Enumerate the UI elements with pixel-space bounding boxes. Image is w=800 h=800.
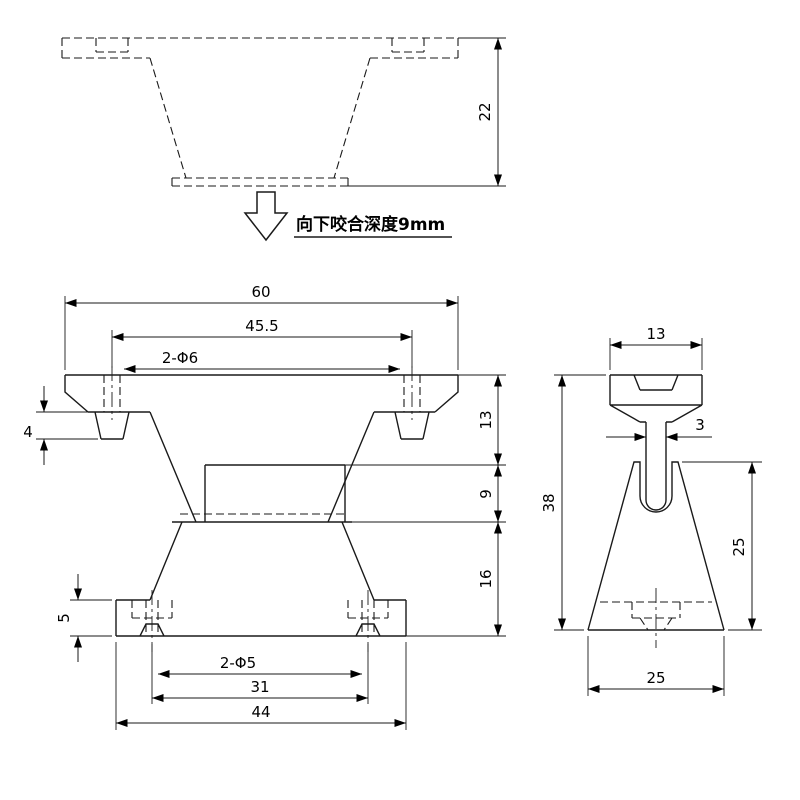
engagement-annotation: 向下咬合深度9mm — [243, 191, 452, 242]
dim-right-chain: 13 9 16 — [345, 374, 506, 637]
dim-hole-spacing-bottom-label: 31 — [250, 678, 269, 696]
down-arrow-icon — [243, 191, 289, 242]
front-upper-part-outline — [64, 374, 459, 523]
dim-body-height: 25 — [682, 461, 762, 631]
front-centerlines — [111, 366, 413, 652]
dim-top-height-label: 22 — [476, 102, 494, 121]
side-upper-part-outline — [609, 374, 703, 511]
dim-base-plate-label: 5 — [55, 613, 73, 623]
dim-body-height-label: 25 — [730, 537, 748, 556]
dim-overall-width-label: 60 — [251, 283, 270, 301]
dim-hole-spacing-top-label: 45.5 — [245, 317, 278, 335]
front-lower-part-outline — [115, 464, 407, 637]
callout-bottom-holes-label: 2-Φ5 — [220, 654, 256, 672]
side-lower-part-outline — [587, 461, 725, 631]
dim-stem-width-label: 3 — [695, 416, 705, 434]
side-view: 13 3 38 25 25 — [540, 325, 762, 696]
callout-top-holes-label: 2-Φ6 — [162, 349, 198, 367]
dim-top-height: 22 — [348, 37, 506, 187]
dim-base-width-label: 44 — [251, 703, 270, 721]
dim-side-top-width-label: 13 — [646, 325, 665, 343]
callout-top-holes: 2-Φ6 — [124, 349, 400, 373]
dim-base-width: 44 — [115, 642, 407, 730]
engagement-depth-note: 向下咬合深度9mm — [296, 214, 445, 235]
dim-lower-height-label: 16 — [477, 569, 495, 588]
dim-overall-width: 60 — [64, 283, 459, 370]
front-view: 60 45.5 2-Φ6 4 13 9 16 — [23, 283, 506, 730]
dim-stem-width: 3 — [606, 416, 712, 441]
dim-side-base-width: 25 — [587, 636, 725, 696]
top-view: 22 — [61, 37, 506, 187]
dim-ear-lip-label: 4 — [23, 423, 33, 441]
top-view-outline — [61, 37, 459, 187]
dim-total-height-label: 38 — [540, 493, 558, 512]
dim-ear-lip: 4 — [23, 386, 98, 465]
dim-base-plate: 5 — [55, 574, 112, 662]
dim-engage-depth-label: 9 — [477, 489, 495, 499]
dim-hole-spacing-bottom: 31 — [151, 644, 369, 704]
dim-side-top-width: 13 — [609, 325, 703, 370]
dim-total-height: 38 — [540, 374, 606, 631]
dim-upper-height-label: 13 — [477, 410, 495, 429]
dim-side-base-width-label: 25 — [646, 669, 665, 687]
dim-hole-spacing-top: 45.5 — [111, 317, 413, 368]
callout-bottom-holes: 2-Φ5 — [158, 654, 362, 678]
